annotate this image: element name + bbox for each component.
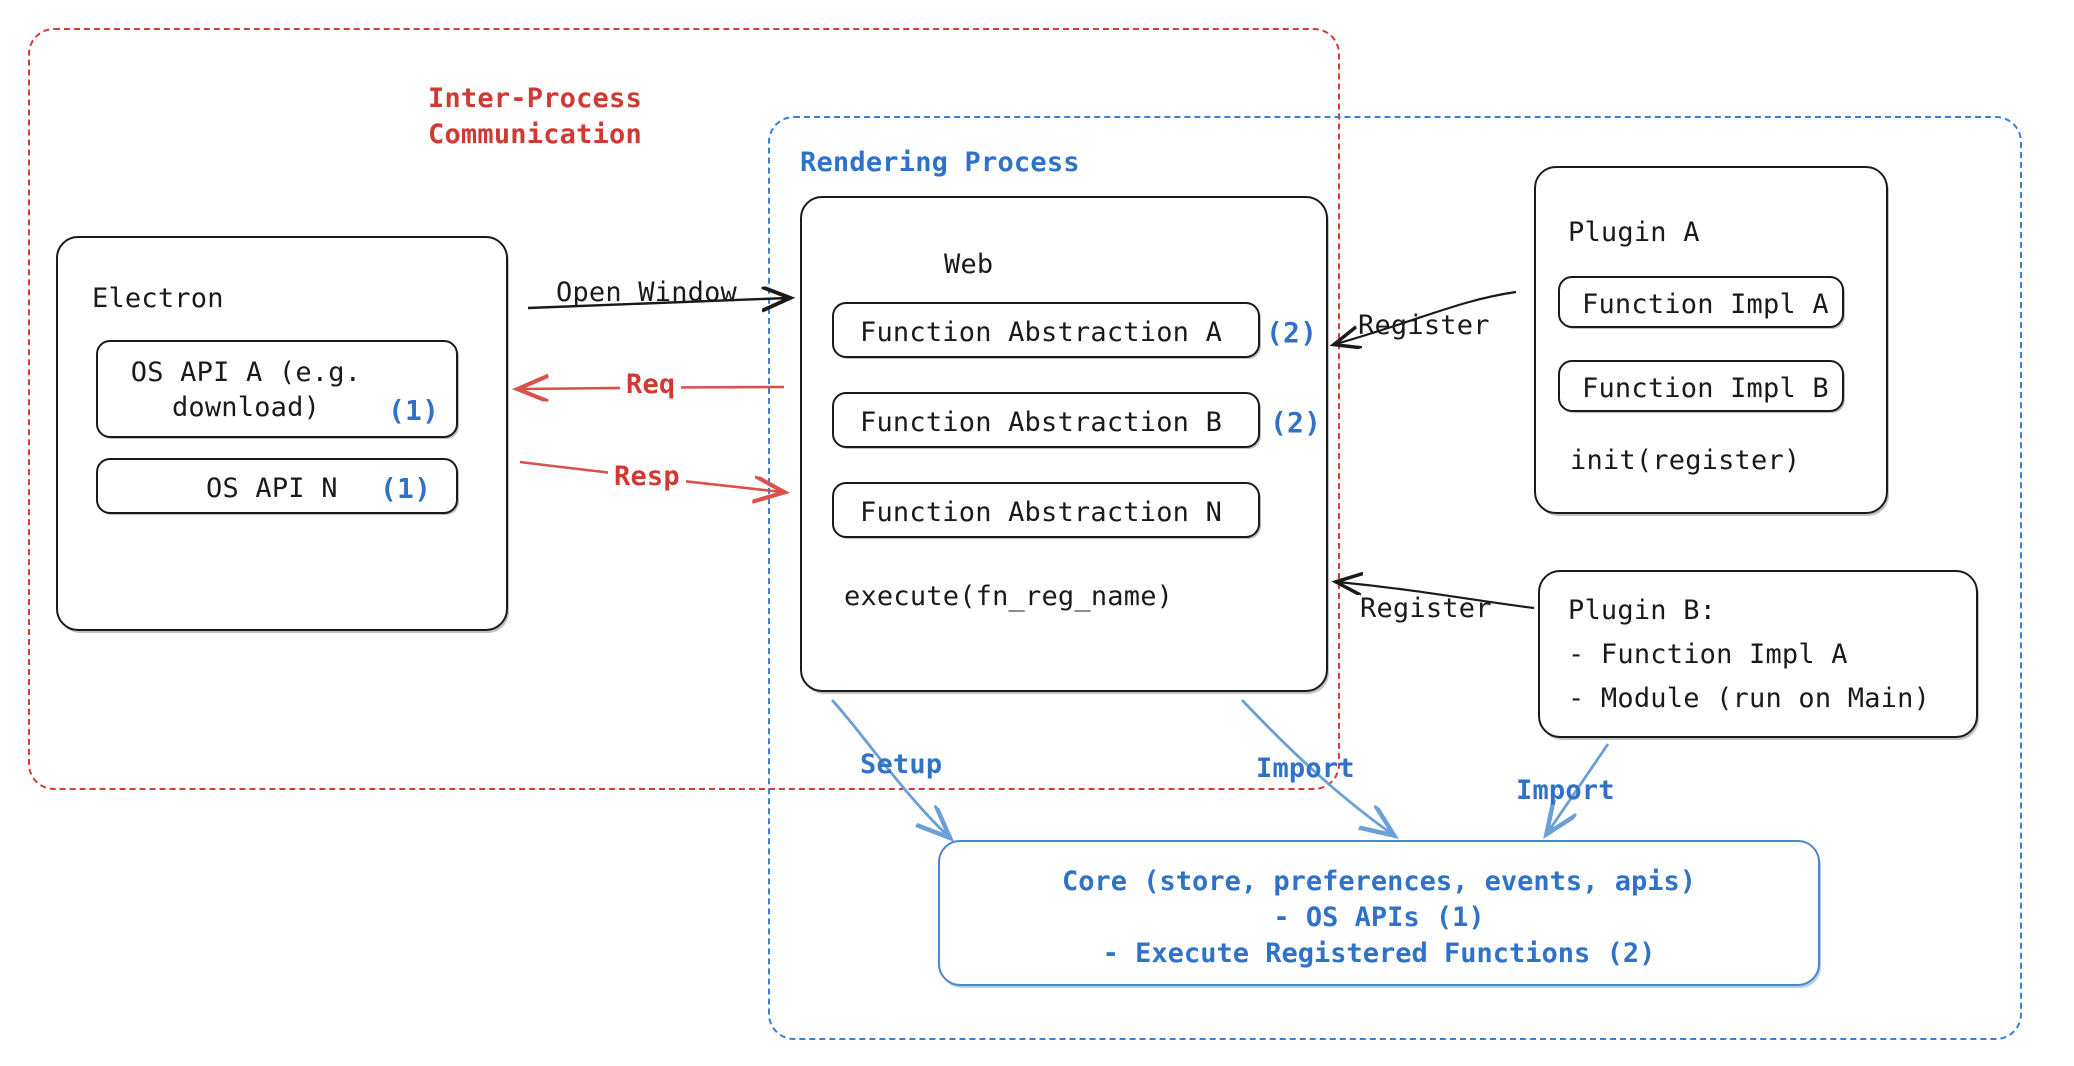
ipc-group-label-line2: Communication <box>428 119 642 150</box>
group-inter-process-communication <box>28 28 1340 790</box>
function-abstraction-a-label: Function Abstraction A <box>860 317 1223 348</box>
group-rendering-process <box>768 116 2022 1040</box>
function-impl-b-box[interactable] <box>1558 360 1844 412</box>
edge-label-req: Req <box>620 368 682 403</box>
plugin-a-init-footer: init(register) <box>1570 445 1801 476</box>
function-impl-b-label: Function Impl B <box>1582 373 1829 404</box>
rendering-process-group-label: Rendering Process <box>800 147 1080 178</box>
ipc-group-label-line1: Inter-Process <box>428 83 642 114</box>
web-execute-footer: execute(fn_reg_name) <box>844 581 1174 612</box>
core-box[interactable] <box>938 840 1820 986</box>
core-line-2: - OS APIs (1) <box>1273 902 1485 933</box>
os-api-a-marker: (1) <box>388 394 440 427</box>
edge-label-resp: Resp <box>608 460 686 495</box>
function-abstraction-b-marker: (2) <box>1270 406 1322 439</box>
os-api-a-label: OS API A (e.g. download) <box>130 357 362 423</box>
electron-title: Electron <box>92 283 224 314</box>
function-abstraction-b-box[interactable] <box>832 392 1260 448</box>
os-api-n-box[interactable] <box>96 458 458 514</box>
core-line-3: - Execute Registered Functions (2) <box>1102 938 1656 969</box>
edge-label-register-b: Register <box>1360 593 1492 624</box>
os-api-a-box[interactable] <box>96 340 458 438</box>
edge-label-import-plugin-b: Import <box>1516 775 1615 806</box>
function-impl-a-box[interactable] <box>1558 276 1844 328</box>
edge-label-register-a: Register <box>1358 310 1490 341</box>
function-abstraction-n-label: Function Abstraction N <box>860 497 1223 528</box>
plugin-b-item-0: - Function Impl A <box>1568 639 1848 670</box>
edge-label-setup: Setup <box>860 749 943 780</box>
plugin-b-item-1: - Module (run on Main) <box>1568 683 1931 714</box>
plugin-b-title: Plugin B: <box>1568 595 1717 626</box>
function-impl-a-label: Function Impl A <box>1582 289 1829 320</box>
os-api-n-label: OS API N <box>206 473 338 504</box>
web-title: Web <box>944 249 994 280</box>
plugin-a-title: Plugin A <box>1568 217 1700 248</box>
core-line-1: Core (store, preferences, events, apis) <box>1062 866 1696 897</box>
function-abstraction-b-label: Function Abstraction B <box>860 407 1223 438</box>
function-abstraction-n-box[interactable] <box>832 482 1260 538</box>
plugin-a-box[interactable] <box>1534 166 1888 514</box>
function-abstraction-a-box[interactable] <box>832 302 1260 358</box>
edge-label-import-web: Import <box>1256 753 1355 784</box>
edge-label-open-window: Open Window <box>556 277 738 308</box>
plugin-b-box[interactable] <box>1538 570 1978 738</box>
function-abstraction-a-marker: (2) <box>1266 316 1318 349</box>
os-api-n-marker: (1) <box>380 472 432 505</box>
